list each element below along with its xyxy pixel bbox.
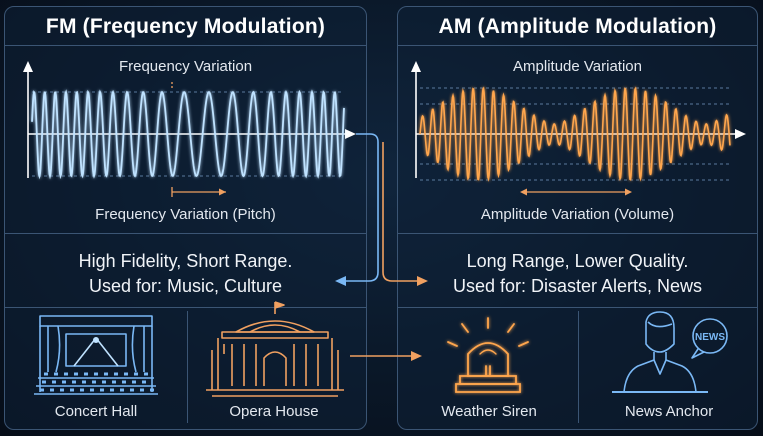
am-panel: AM (Amplitude Modulation) Amplitude Vari… [397, 6, 758, 430]
opera-house-label: Opera House [229, 403, 319, 420]
weather-siren-icon [447, 317, 529, 393]
fm-desc-line1: High Fidelity, Short Range. [78, 251, 293, 271]
opera-house-icon [206, 301, 344, 397]
weather-siren-label: Weather Siren [441, 403, 537, 420]
news-anchor-label: News Anchor [624, 403, 714, 420]
fm-desc-divider [5, 307, 366, 308]
am-guides [420, 87, 730, 181]
am-wave-divider [398, 233, 757, 234]
am-wave-top-label: Amplitude Variation [513, 58, 642, 75]
am-desc-line2: Used for: Disaster Alerts, News [452, 276, 703, 296]
fm-pitch-marker [171, 82, 226, 197]
am-title-divider [398, 45, 757, 46]
am-desc-divider [398, 307, 757, 308]
am-wave [419, 86, 731, 182]
fm-title-divider [5, 45, 366, 46]
fm-icon-divider [187, 311, 188, 423]
fm-panel: FM (Frequency Modulation) Frequency Vari… [4, 6, 367, 430]
fm-desc-line2: Used for: Music, Culture [88, 276, 283, 296]
concert-hall-label: Concert Hall [54, 403, 138, 420]
am-title: AM (Amplitude Modulation) [438, 15, 717, 38]
bottom-connector [350, 351, 422, 361]
center-connector [335, 133, 428, 286]
am-icon-divider [578, 311, 579, 423]
concert-hall-icon [34, 315, 158, 395]
am-desc-line1: Long Range, Lower Quality. [466, 251, 689, 271]
fm-wave-divider [5, 233, 366, 234]
news-anchor-icon [612, 311, 728, 393]
fm-axes [23, 61, 356, 178]
news-badge-text: NEWS [695, 332, 725, 343]
am-volume-marker [520, 188, 632, 196]
fm-title: FM (Frequency Modulation) [45, 15, 326, 38]
am-wave-bottom-label: Amplitude Variation (Volume) [480, 206, 675, 223]
fm-wave-top-label: Frequency Variation [118, 58, 253, 75]
fm-wave [31, 89, 345, 180]
fm-wave-bottom-label: Frequency Variation (Pitch) [95, 206, 276, 223]
